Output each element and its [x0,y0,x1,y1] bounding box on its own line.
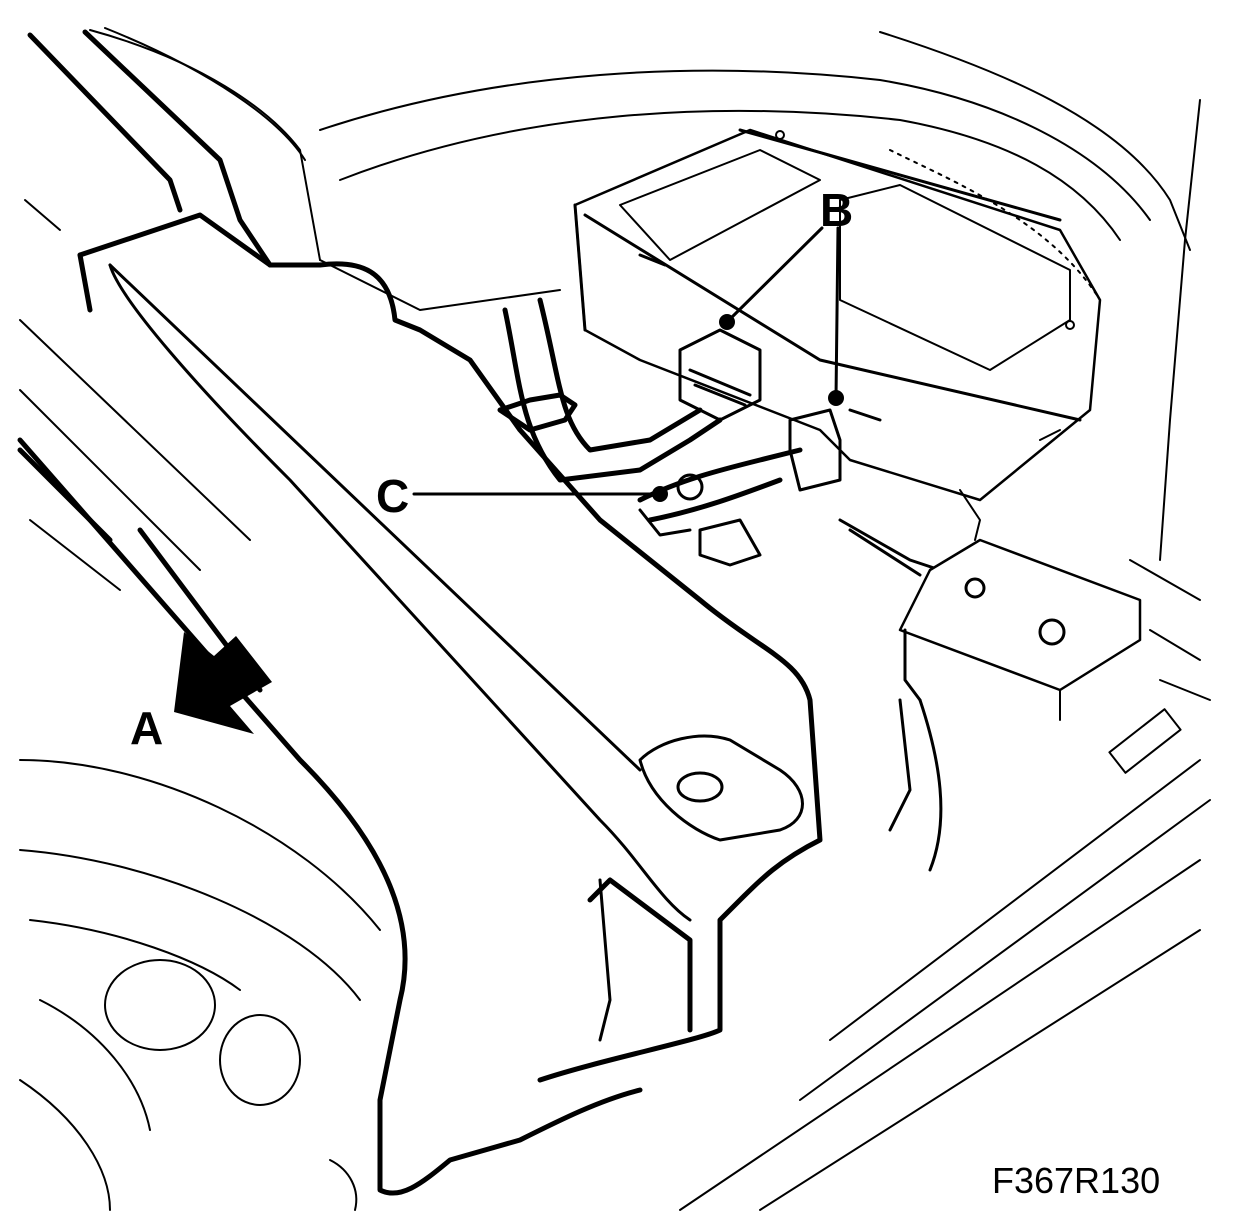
callout-a-label: A [130,702,163,754]
callout-b-point-2 [828,390,844,406]
mounting-bracket [888,538,1142,872]
figure-code: F367R130 [992,1160,1160,1201]
callout-c-point [652,486,668,502]
callout-c: C [376,470,668,522]
callout-b-point-1 [719,314,735,330]
arrow-down-left-icon [174,632,272,734]
direction-arrow-a [174,624,285,734]
callout-c-label: C [376,470,409,522]
callout-b-label: B [820,184,853,236]
wiring-harness [497,297,942,577]
callout-b: B [719,184,853,406]
trim-beam [17,29,823,1196]
body-panel-lines [19,27,1211,1211]
wheel-well [19,759,381,1211]
